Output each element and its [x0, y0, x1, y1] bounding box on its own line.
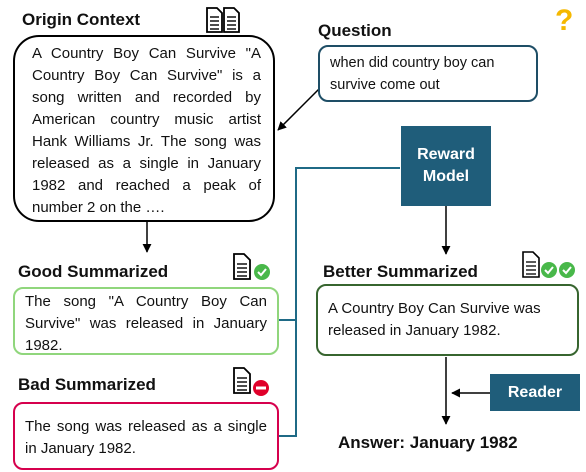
question-mark-icon: ?	[555, 4, 574, 37]
document-double-check-icon	[522, 251, 575, 278]
document-check-icon	[233, 253, 270, 280]
question-text: when did country boy can survive come ou…	[330, 55, 495, 93]
reader-label: Reader	[507, 383, 563, 401]
bad-summarized-box: The song was released as a single in Jan…	[13, 402, 279, 470]
good-summarized-text: The song "A Country Boy Can Survive" was…	[25, 293, 267, 354]
arrow-question-to-context	[277, 87, 321, 131]
line-good-to-reward	[279, 167, 400, 321]
reward-model-label: Reward Model	[417, 146, 475, 185]
good-summarized-title: Good Summarized	[18, 262, 169, 281]
better-summarized-title: Better Summarized	[323, 262, 478, 281]
reward-model-box: Reward Model	[401, 126, 491, 206]
document-minus-icon	[233, 367, 269, 396]
good-summarized-box: The song "A Country Boy Can Survive" was…	[13, 287, 279, 355]
origin-context-title: Origin Context	[22, 10, 141, 29]
answer-text: Answer: January 1982	[338, 433, 518, 452]
question-box: when did country boy can survive come ou…	[318, 45, 538, 102]
origin-context-text: A Country Boy Can Survive "A Country Boy…	[32, 45, 261, 216]
bad-summarized-text: The song was released as a single in Jan…	[25, 418, 267, 457]
line-bad-to-reward	[279, 320, 297, 437]
better-summarized-text: A Country Boy Can Survive was released i…	[328, 300, 541, 339]
documents-icon	[206, 7, 240, 33]
better-summarized-box: A Country Boy Can Survive was released i…	[316, 284, 579, 356]
reader-box: Reader	[490, 374, 580, 411]
origin-context-box: A Country Boy Can Survive "A Country Boy…	[13, 35, 275, 222]
question-title: Question	[318, 21, 392, 40]
bad-summarized-title: Bad Summarized	[18, 375, 156, 394]
